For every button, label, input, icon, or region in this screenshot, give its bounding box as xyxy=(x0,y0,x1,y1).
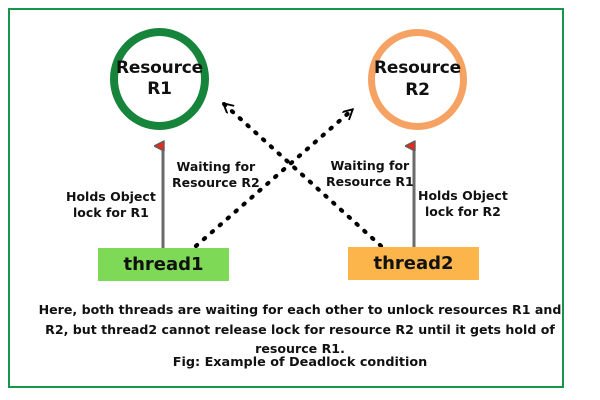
edge-label-waiting-r2-line2: Resource R2 xyxy=(172,175,260,191)
edge-label-holds-r2-line2: lock for R2 xyxy=(424,204,501,220)
resource-r1-label-line1: Resource xyxy=(116,57,203,78)
edge-label-holds-r1: Holds Object lock for R1 xyxy=(66,189,156,222)
thread1-label: thread1 xyxy=(123,254,204,275)
figure-caption-body: Here, both threads are waiting for each … xyxy=(38,302,562,357)
resource-r2-label-line2: R2 xyxy=(405,79,430,100)
edge-label-waiting-r1: Waiting for Resource R1 xyxy=(326,158,414,191)
edge-label-holds-r1-line1: Holds Object xyxy=(66,189,156,204)
node-resource-r1: Resource R1 xyxy=(110,28,209,130)
node-thread1: thread1 xyxy=(98,248,229,281)
node-resource-r2: Resource R2 xyxy=(368,29,467,130)
edge-waiting-r1-dashed xyxy=(221,101,384,249)
figure-border xyxy=(8,8,564,388)
edge-waiting-r2-dashed xyxy=(193,107,355,249)
edge-label-holds-r2-line1: Holds Object xyxy=(418,188,508,203)
node-thread2: thread2 xyxy=(348,247,479,280)
resource-r1-label-line2: R1 xyxy=(147,79,172,99)
edge-label-holds-r1-line2: lock for R1 xyxy=(72,205,149,221)
edge-label-waiting-r1-line1: Waiting for xyxy=(330,158,410,173)
thread2-label: thread2 xyxy=(373,253,454,274)
edge-label-waiting-r2-line1: Waiting for xyxy=(176,159,256,174)
edge-label-waiting-r1-line2: Resource R1 xyxy=(326,174,414,190)
edge-label-holds-r2: Holds Object lock for R2 xyxy=(418,188,508,221)
figure-caption-title: Fig: Example of Deadlock condition xyxy=(172,355,428,370)
edge-label-waiting-r2: Waiting for Resource R2 xyxy=(172,159,260,192)
resource-r2-label-line1: Resource xyxy=(374,58,461,79)
